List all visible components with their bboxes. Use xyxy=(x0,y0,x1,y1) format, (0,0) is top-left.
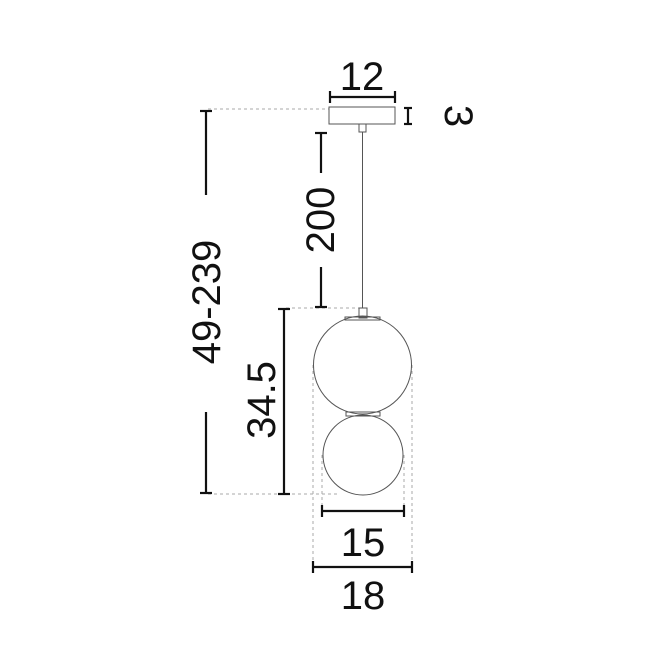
middle-ring xyxy=(345,411,381,417)
extension-lines xyxy=(208,108,413,568)
dimension-globe-width: 15 xyxy=(320,505,406,565)
dimension-canopy-height: 3 xyxy=(404,105,480,127)
label-globe-width: 15 xyxy=(341,521,386,565)
dimension-total-height: 49-239 xyxy=(185,109,229,495)
lamp-outline xyxy=(313,106,412,496)
dimension-canopy-width: 12 xyxy=(328,55,397,103)
top-cap xyxy=(344,316,381,321)
label-cable-length: 200 xyxy=(299,187,343,254)
shade-connector xyxy=(358,307,368,319)
dimension-cable-length: 200 xyxy=(299,131,343,309)
label-total-height: 49-239 xyxy=(185,240,229,365)
dimension-shade-height: 34.5 xyxy=(240,307,290,496)
lower-globe xyxy=(322,414,404,496)
label-canopy-width: 12 xyxy=(340,55,385,99)
dimension-overall-width: 18 xyxy=(311,561,414,618)
label-canopy-height: 3 xyxy=(436,105,480,127)
label-shade-height: 34.5 xyxy=(240,361,284,439)
canopy xyxy=(328,106,396,125)
canopy-connector xyxy=(358,123,367,133)
upper-globe xyxy=(313,315,412,415)
label-overall-width: 18 xyxy=(341,574,386,618)
